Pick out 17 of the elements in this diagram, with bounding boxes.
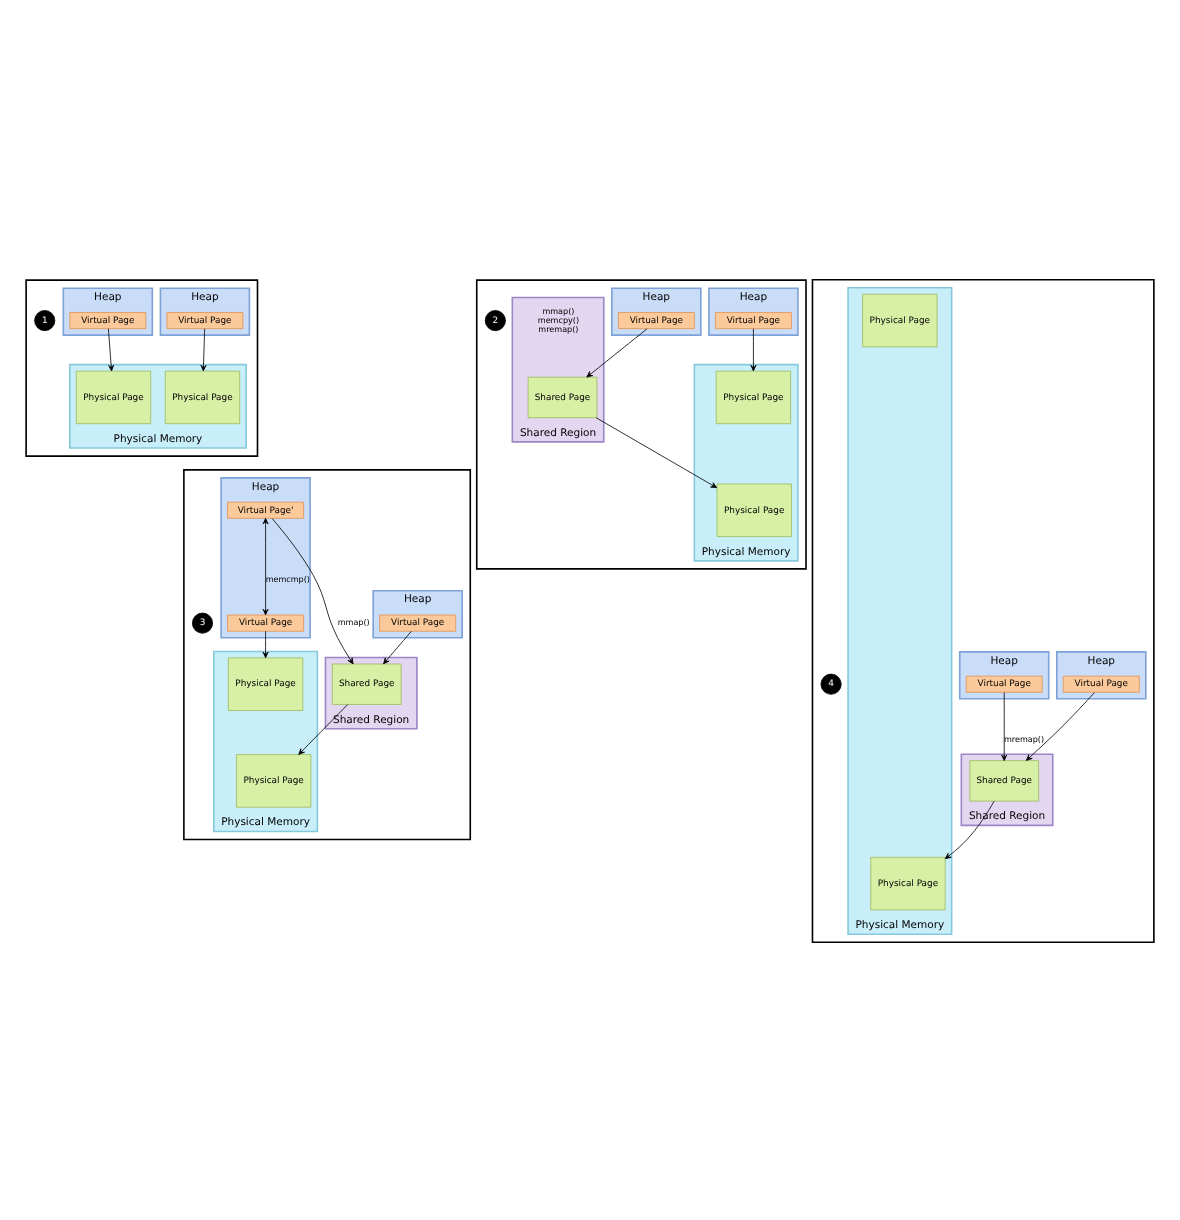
arrow bbox=[271, 517, 354, 664]
arrow bbox=[944, 799, 995, 859]
arrow bbox=[1001, 691, 1008, 760]
cluster bbox=[25, 278, 259, 456]
arrow bbox=[383, 629, 412, 664]
cluster bbox=[811, 277, 1155, 943]
arrow bbox=[586, 327, 648, 377]
arrow bbox=[108, 327, 115, 371]
arrow bbox=[298, 703, 349, 754]
arrow bbox=[595, 416, 718, 488]
arrow bbox=[1025, 691, 1095, 760]
arrow bbox=[262, 516, 269, 615]
arrow bbox=[262, 629, 269, 658]
cluster bbox=[183, 468, 472, 840]
arrow bbox=[750, 327, 757, 371]
cluster bbox=[475, 278, 807, 569]
arrow bbox=[200, 327, 207, 371]
